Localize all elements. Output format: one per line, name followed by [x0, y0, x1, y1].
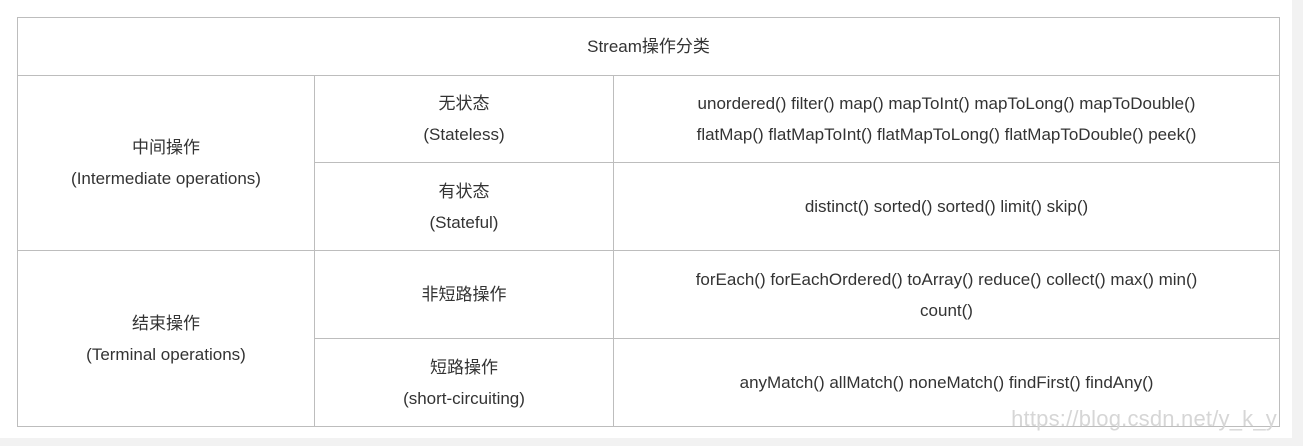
- bottom-strip: [0, 438, 1303, 446]
- category-label-en: (Intermediate operations): [71, 169, 261, 188]
- category-label-zh: 中间操作: [132, 138, 200, 157]
- subcategory-label-en: (Stateless): [423, 125, 505, 144]
- ops-non-short-circuit: forEach() forEachOrdered() toArray() red…: [612, 250, 1281, 339]
- content-panel: Stream操作分类 中间操作 (Intermediate operations…: [0, 0, 1292, 438]
- subcategory-label-zh: 有状态: [438, 181, 490, 201]
- subcategory-non-short-circuit: 非短路操作: [314, 250, 614, 339]
- stream-operations-table: Stream操作分类 中间操作 (Intermediate operations…: [16, 17, 1281, 427]
- ops-line: unordered() filter() map() mapToInt() ma…: [697, 94, 1196, 113]
- subcategory-label-en: (Stateful): [429, 212, 499, 232]
- ops-stateless: unordered() filter() map() mapToInt() ma…: [612, 75, 1281, 163]
- category-label-en: (Terminal operations): [86, 344, 246, 364]
- category-terminal: 结束操作 (Terminal operations): [17, 250, 315, 427]
- table-title: Stream操作分类: [16, 17, 1281, 76]
- subcategory-label-en: (short-circuiting): [403, 388, 525, 408]
- subcategory-label-zh: 非短路操作: [421, 285, 507, 304]
- subcategory-short-circuit: 短路操作 (short-circuiting): [314, 338, 614, 427]
- subcategory-label-zh: 无状态: [438, 94, 490, 113]
- category-intermediate: 中间操作 (Intermediate operations): [17, 75, 315, 251]
- ops-line: anyMatch() allMatch() noneMatch() findFi…: [739, 373, 1154, 392]
- ops-short-circuit: anyMatch() allMatch() noneMatch() findFi…: [612, 338, 1281, 427]
- ops-line: distinct() sorted() sorted() limit() ski…: [804, 197, 1089, 216]
- ops-line: forEach() forEachOrdered() toArray() red…: [695, 269, 1198, 289]
- ops-line: flatMap() flatMapToInt() flatMapToLong()…: [696, 125, 1197, 144]
- category-label-zh: 结束操作: [132, 313, 200, 333]
- table-row: 中间操作 (Intermediate operations) 无状态 (Stat…: [17, 75, 1281, 251]
- table-row: 短路操作 (short-circuiting) anyMatch() allMa…: [18, 338, 1281, 427]
- subcategory-stateful: 有状态 (Stateful): [314, 162, 614, 251]
- ops-line: count(): [920, 300, 973, 320]
- watermark-text: https://blog.csdn.net/y_k_y: [1011, 406, 1277, 431]
- subcategory-stateless: 无状态 (Stateless): [314, 75, 614, 163]
- ops-stateful: distinct() sorted() sorted() limit() ski…: [612, 162, 1281, 251]
- table-row: 结束操作 (Terminal operations) 非短路操作 forEach…: [17, 250, 1281, 427]
- scrollbar-track[interactable]: [1292, 0, 1303, 446]
- table-row: 有状态 (Stateful) distinct() sorted() sorte…: [18, 162, 1281, 251]
- subcategory-label-zh: 短路操作: [430, 357, 498, 377]
- table-title-row: Stream操作分类: [16, 17, 1281, 76]
